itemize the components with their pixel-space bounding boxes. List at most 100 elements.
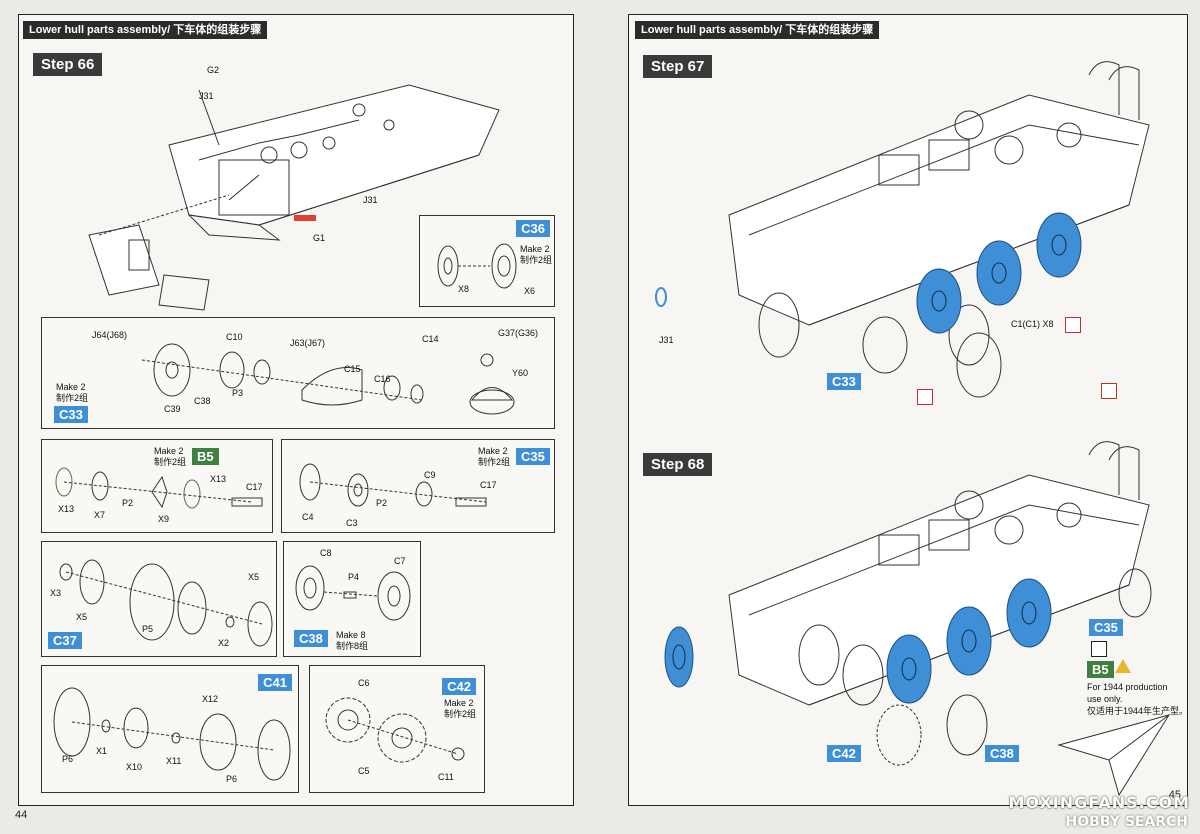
c33-part-g37: G37(G36) bbox=[498, 328, 539, 338]
c33-drawing bbox=[141, 343, 515, 415]
step68-tag-b5: B5 bbox=[1087, 661, 1114, 678]
c37-box: X3 X5 P5 X5 X2 C37 bbox=[41, 541, 277, 657]
left-page: Lower hull parts assembly/ 下车体的组装步骤 Step… bbox=[15, 14, 574, 821]
c33-make-cn: 制作2组 bbox=[56, 393, 89, 403]
c42-drawing bbox=[325, 697, 465, 763]
c36-make: Make 2 bbox=[520, 244, 550, 254]
c41-part-x11: X11 bbox=[166, 756, 182, 766]
c33-part-c10: C10 bbox=[226, 332, 243, 342]
watermark-moxingfans: MOXINGFANS.COM bbox=[1008, 793, 1190, 812]
b5-make-cn: 制作2组 bbox=[154, 457, 187, 467]
callout-j31-top: J31 bbox=[199, 91, 214, 101]
c37-drawing bbox=[59, 559, 273, 647]
c41-part-p6-b: P6 bbox=[226, 774, 238, 784]
c42-part-c5: C5 bbox=[358, 766, 370, 776]
c36-part-x8: X8 bbox=[458, 284, 470, 294]
c35-part-c9: C9 bbox=[424, 470, 436, 480]
step68-tag-c38: C38 bbox=[985, 745, 1019, 762]
c36-box: C36 Make 2 制作2组 X8 X6 bbox=[419, 215, 555, 307]
c33-part-c38: C38 bbox=[194, 396, 211, 406]
b5-part-p2: P2 bbox=[122, 498, 134, 508]
paper-plane-logo-icon bbox=[1057, 714, 1171, 797]
warning-icon bbox=[1115, 659, 1131, 673]
c33-part-c16: C16 bbox=[374, 374, 391, 384]
step67-hull-drawing bbox=[655, 61, 1150, 398]
c38-make-cn: 制作8组 bbox=[336, 641, 369, 651]
step-66-title: Step 66 bbox=[33, 53, 103, 76]
c36-part-x6: X6 bbox=[524, 286, 536, 296]
c37-tag: C37 bbox=[48, 632, 82, 649]
step66-hull-drawing bbox=[88, 84, 500, 311]
c37-part-p5: P5 bbox=[142, 624, 154, 634]
b5-box: Make 2 制作2组 B5 X13 X7 P2 X9 X13 C17 bbox=[41, 439, 273, 533]
note-en-1: For 1944 production bbox=[1087, 682, 1168, 692]
c42-part-c6: C6 bbox=[358, 678, 370, 688]
c41-part-x1: X1 bbox=[96, 746, 108, 756]
callout-g1: G1 bbox=[313, 233, 326, 243]
c38-part-c7: C7 bbox=[394, 556, 406, 566]
watermark-hobbysearch: HOBBY SEARCH bbox=[1065, 814, 1188, 830]
c33-part-c15: C15 bbox=[344, 364, 361, 374]
step67-tag-c33: C33 bbox=[827, 373, 861, 390]
c35-make-cn: 制作2组 bbox=[478, 457, 511, 467]
b5-drawing bbox=[55, 467, 263, 509]
c35-part-c3: C3 bbox=[346, 518, 358, 528]
c38-make: Make 8 bbox=[336, 630, 366, 640]
c35-tag: C35 bbox=[516, 448, 550, 465]
c38-box: C8 P4 C7 C38 Make 8 制作8组 bbox=[283, 541, 421, 657]
step68-tag-c42: C42 bbox=[827, 745, 861, 762]
c41-part-x12: X12 bbox=[202, 694, 219, 704]
c35-part-p2: P2 bbox=[376, 498, 388, 508]
glue-icon bbox=[917, 389, 933, 405]
callout-g2: G2 bbox=[207, 65, 220, 75]
c33-part-j63: J63(J67) bbox=[290, 338, 326, 348]
c35-part-c4: C4 bbox=[302, 512, 314, 522]
c38-tag: C38 bbox=[294, 630, 328, 647]
c33-part-c14: C14 bbox=[422, 334, 439, 344]
c42-tag: C42 bbox=[442, 678, 476, 695]
note-cn: 仅适用于1944年生产型。 bbox=[1087, 706, 1189, 716]
c38-drawing bbox=[295, 565, 411, 621]
c42-make: Make 2 bbox=[444, 698, 474, 708]
right-page: Lower hull parts assembly/ 下车体的组装步骤 Step… bbox=[628, 14, 1188, 806]
c33-part-p3: P3 bbox=[232, 388, 244, 398]
step68-hull-drawing bbox=[664, 441, 1152, 766]
c42-make-cn: 制作2组 bbox=[444, 709, 477, 719]
step68-tag-c35: C35 bbox=[1089, 619, 1123, 636]
c37-part-x2: X2 bbox=[218, 638, 230, 648]
callout-j31-right: J31 bbox=[363, 195, 378, 205]
c36-make-cn: 制作2组 bbox=[520, 255, 553, 265]
c38-part-c8: C8 bbox=[320, 548, 332, 558]
note-en-2: use only. bbox=[1087, 694, 1123, 704]
b5-part-x13-a: X13 bbox=[58, 504, 75, 514]
c41-box: C41 X12 P6 X1 X10 X11 P6 bbox=[41, 665, 299, 793]
glue-icon bbox=[1101, 383, 1117, 399]
step-68-title: Step 68 bbox=[643, 453, 713, 476]
c38-part-p4: P4 bbox=[348, 572, 360, 582]
c33-tag: C33 bbox=[54, 406, 88, 423]
b5-make: Make 2 bbox=[154, 446, 184, 456]
c33-box: Make 2 制作2组 C33 J64(J68) C10 J63(J67) C1… bbox=[41, 317, 555, 429]
glue-icon bbox=[1065, 317, 1081, 333]
right-page-header: Lower hull parts assembly/ 下车体的组装步骤 bbox=[635, 21, 880, 39]
b5-part-x7: X7 bbox=[94, 510, 106, 520]
c37-part-x5-b: X5 bbox=[248, 572, 260, 582]
c33-part-y60: Y60 bbox=[512, 368, 529, 378]
c35-part-c17: C17 bbox=[480, 480, 497, 490]
b5-part-x13-b: X13 bbox=[210, 474, 227, 484]
c36-wheel-drawing bbox=[437, 243, 517, 289]
right-page-number: 45 bbox=[1168, 789, 1181, 801]
c42-part-c11: C11 bbox=[438, 772, 454, 782]
c36-tag: C36 bbox=[516, 220, 550, 237]
b5-part-x9: X9 bbox=[158, 514, 170, 524]
c35-box: Make 2 制作2组 C35 C4 C3 P2 C9 C17 bbox=[281, 439, 555, 533]
c33-part-c39: C39 bbox=[164, 404, 181, 414]
b5-part-c17: C17 bbox=[246, 482, 263, 492]
left-page-number: 44 bbox=[15, 809, 28, 821]
step67-label-wheels: C1(C1) X8 bbox=[1011, 319, 1054, 329]
c41-tag: C41 bbox=[258, 674, 292, 691]
c35-drawing bbox=[299, 463, 487, 507]
arrow-up-icon bbox=[1091, 641, 1107, 657]
c42-box: C42 Make 2 制作2组 C6 C5 C11 bbox=[309, 665, 485, 793]
step67-label-j31: J31 bbox=[659, 335, 674, 345]
